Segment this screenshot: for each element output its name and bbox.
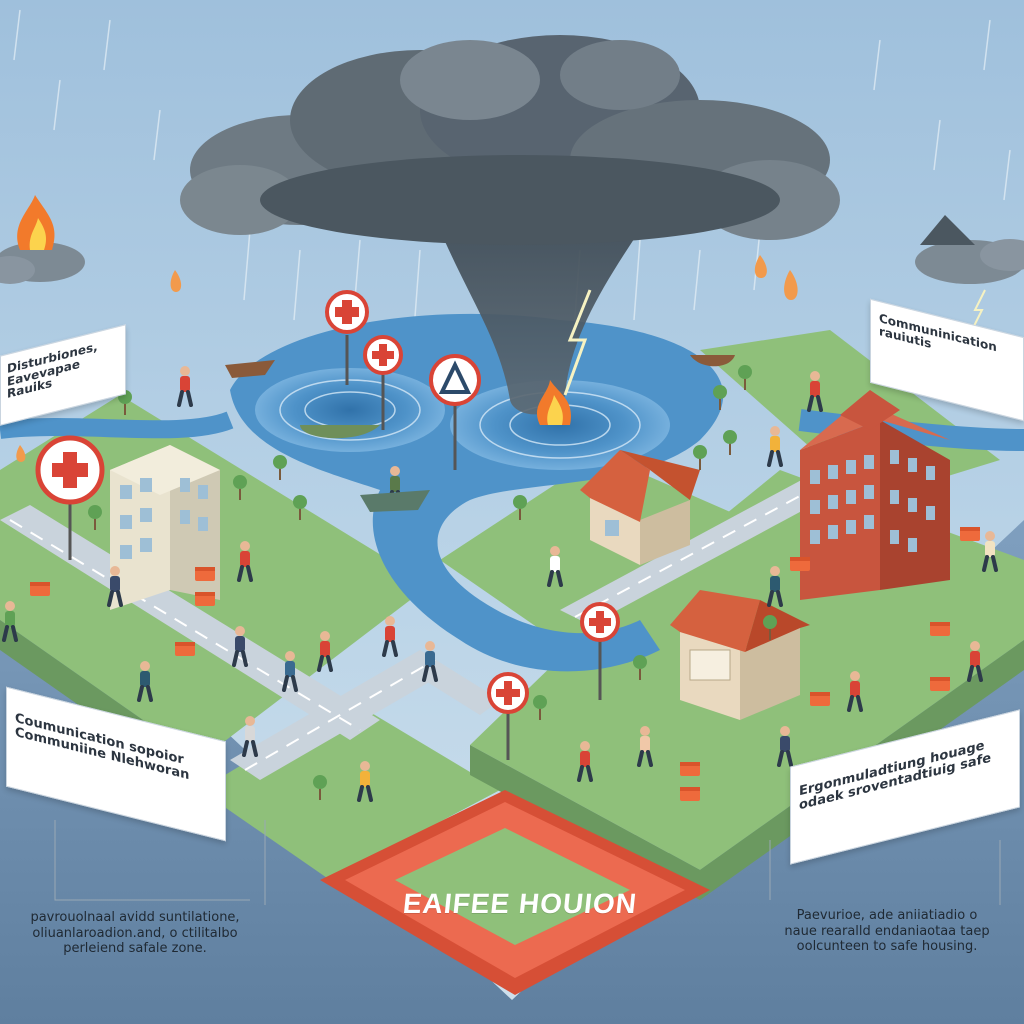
brick-building: [800, 390, 950, 600]
lightning-icon: [563, 289, 592, 396]
ground-edge-right: [470, 640, 1024, 900]
ground-right-upper: [440, 455, 760, 650]
caption-bottom-left: pavrouolnaal avidd suntilatione, oliuanl…: [30, 910, 240, 957]
office-building: [110, 445, 220, 610]
water-ripples: [279, 379, 641, 459]
fire-drop-icons: [16, 255, 798, 462]
first-aid-sign-icon: [487, 672, 529, 760]
first-aid-sign-icon: [363, 335, 403, 430]
rescue-boats: [225, 355, 735, 512]
safe-zone-label: EAIFEE HOUION: [401, 888, 639, 919]
shelter-house: [670, 590, 810, 720]
first-aid-sign-icon: [35, 435, 105, 560]
caption-bottom-right: Paevurioe, ade aniiatiadio o naue rearal…: [784, 908, 990, 955]
small-cloud-right: [915, 239, 1024, 284]
small-cloud-left: [0, 242, 85, 284]
first-aid-sign-icon: [325, 290, 369, 385]
small-house-top: [580, 450, 700, 565]
platform-base: [0, 520, 1024, 1024]
mountain-icon: [920, 215, 975, 245]
fire-icon: [17, 195, 55, 250]
first-aid-sign-icon: [580, 602, 620, 700]
fire-icon: [536, 380, 571, 425]
callout-connectors: [54, 820, 1001, 905]
water-vortex-left: [255, 368, 445, 452]
river-channel: [0, 411, 234, 439]
storm-funnel: [440, 230, 640, 415]
warning-sign-icon: [429, 354, 481, 470]
safe-zone-pad: [320, 790, 710, 995]
lightning-icon: [971, 289, 986, 331]
river-right: [798, 409, 1024, 451]
storm-cloud: [180, 35, 840, 245]
